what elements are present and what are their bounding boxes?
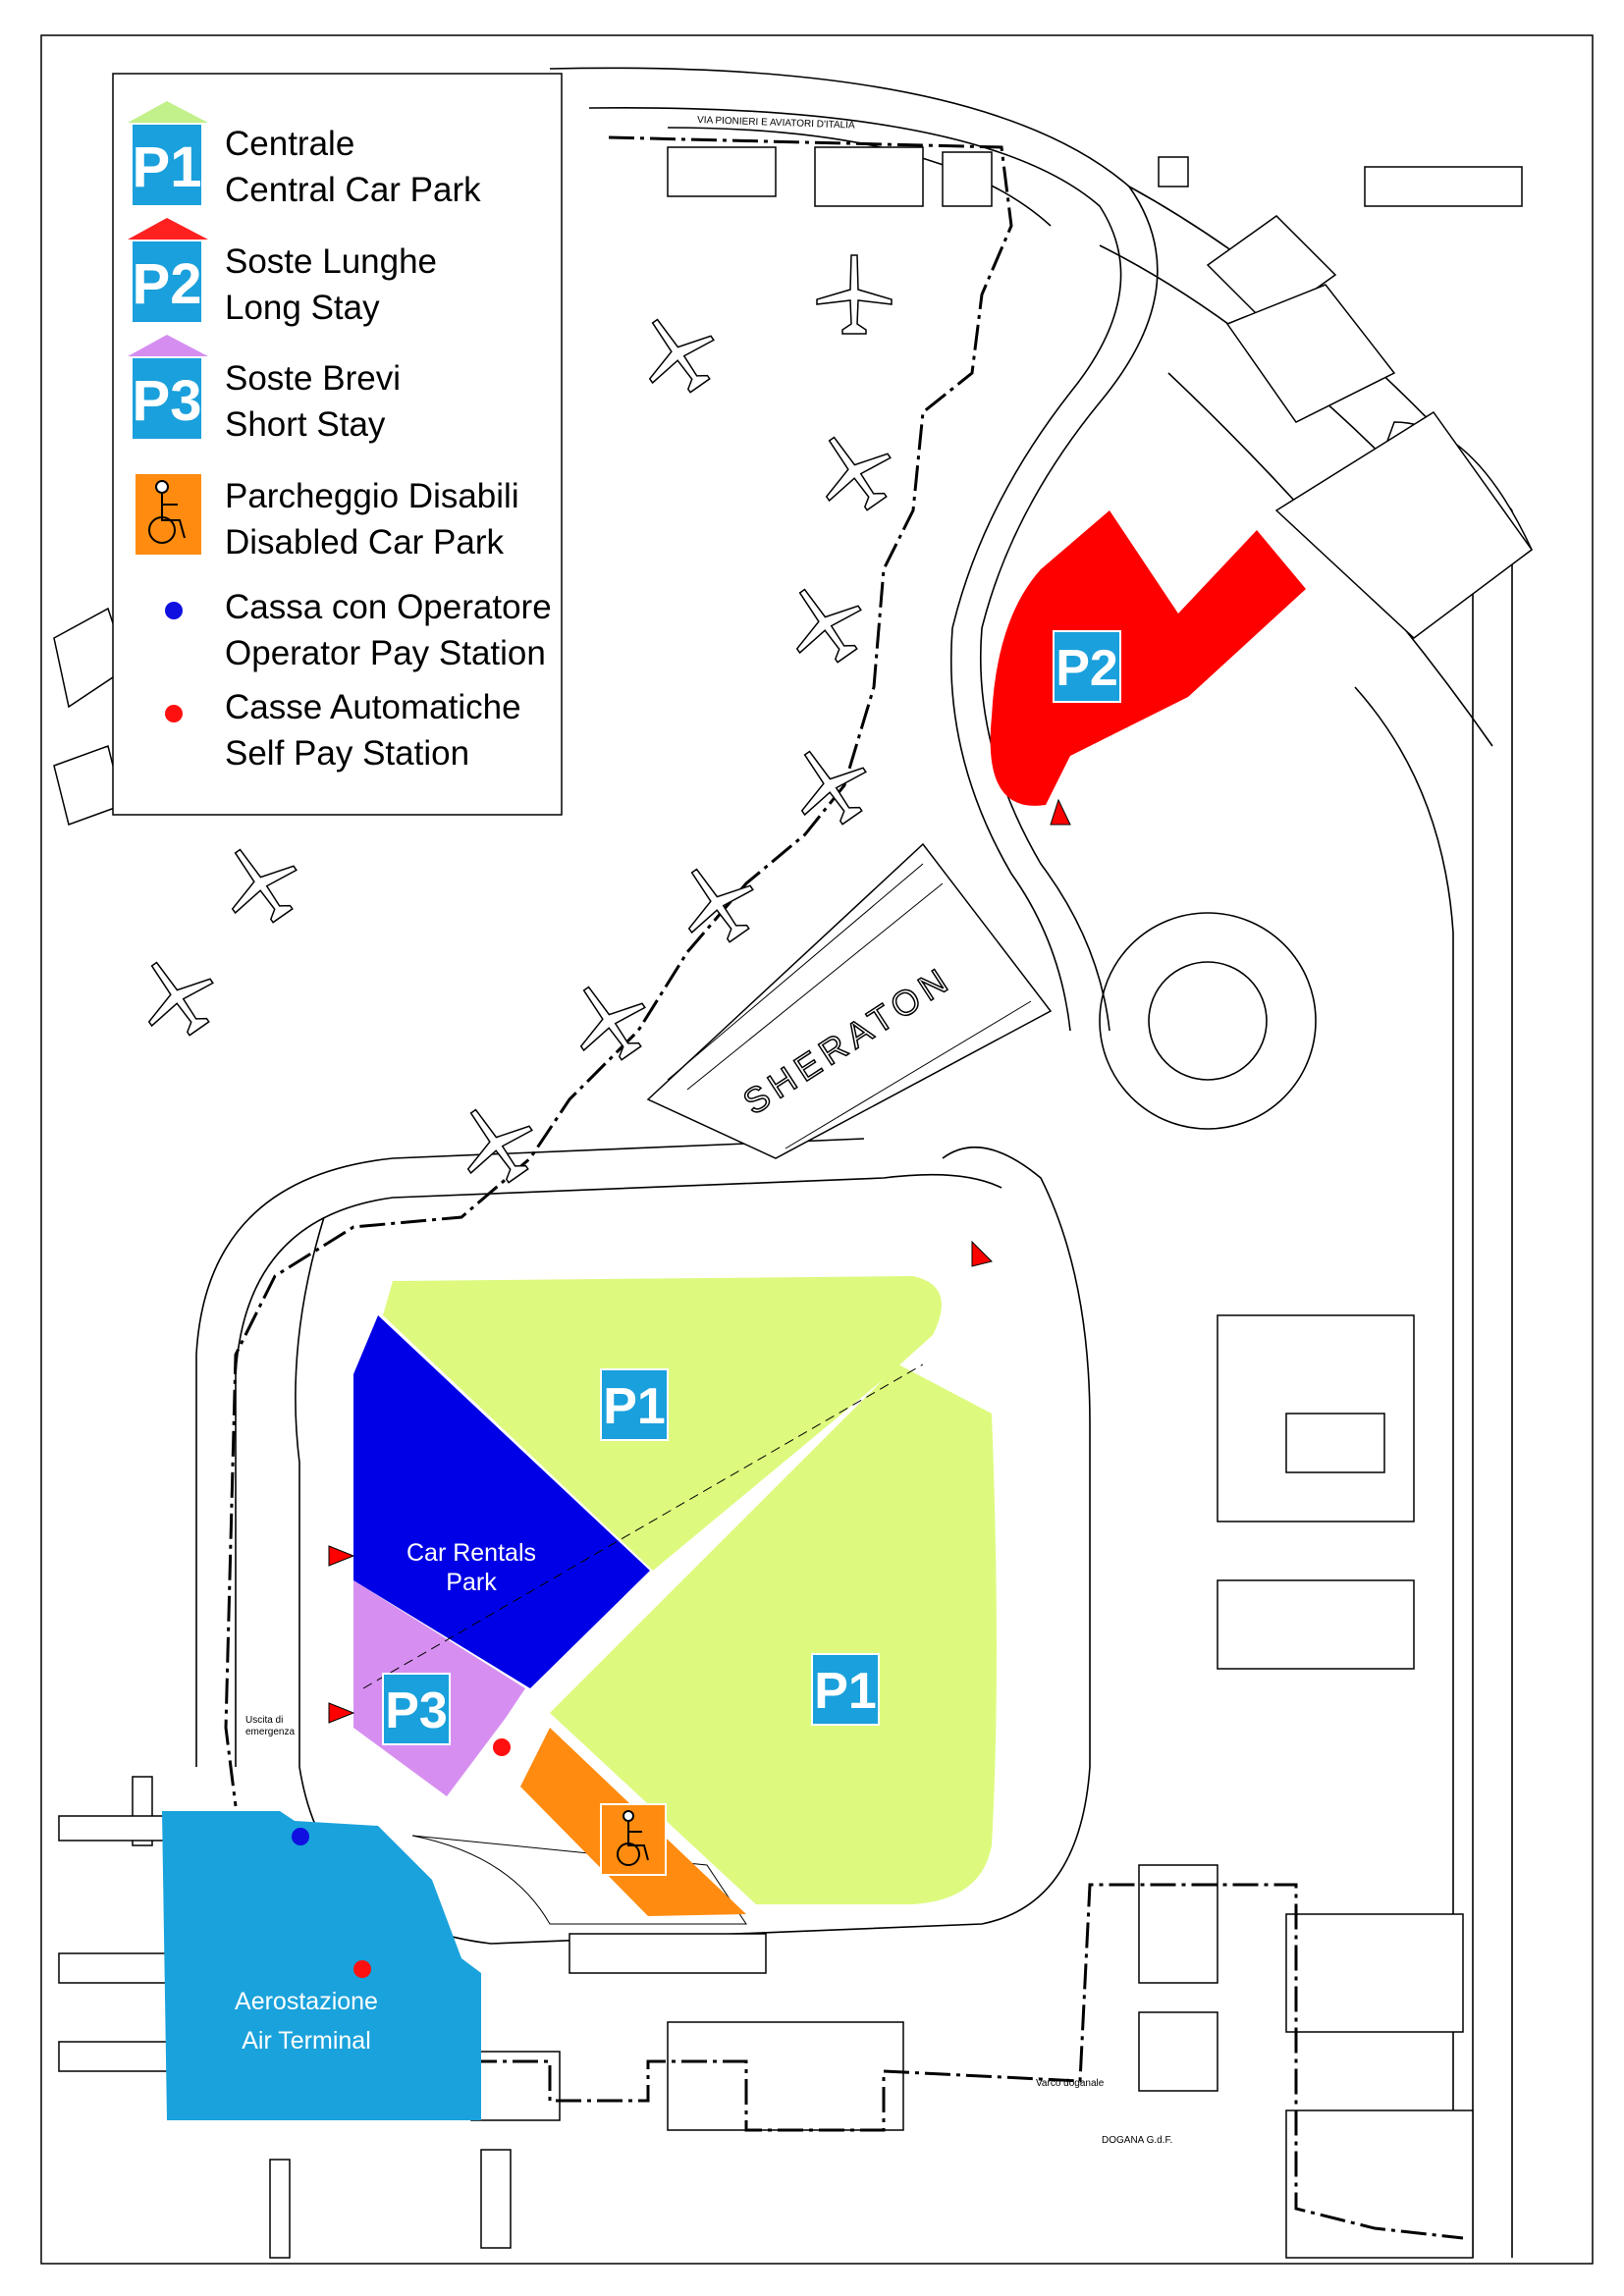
legend: P1 Centrale Central Car Park P2 Soste Lu… [112, 73, 563, 816]
operator-legend-line1: Cassa con Operatore [225, 588, 552, 626]
p2-legend-badge [133, 241, 201, 322]
airplane-icon [825, 436, 892, 511]
p1-badge-south: P1 [811, 1653, 880, 1726]
airplane-icon [466, 1108, 533, 1184]
p1-zone-south [550, 1364, 997, 1904]
p1-label: P1 [603, 1378, 666, 1435]
airplane-icon [231, 848, 298, 924]
customs-label: DOGANA G.d.F. [1102, 2135, 1172, 2146]
car-rentals-label-line1: Car Rentals [406, 1539, 536, 1567]
divider-walkway [362, 1363, 924, 1689]
p2-legend-badge-label: P2 [133, 252, 202, 316]
p3-legend-badge [133, 358, 201, 439]
operator-legend-dot [165, 602, 183, 619]
p2-label: P2 [1056, 640, 1118, 697]
airplane-icon [816, 254, 893, 335]
customs-gate-label: Varco doganale [1036, 2078, 1105, 2089]
airplane-icon [795, 588, 862, 664]
wheelchair-icon [617, 1810, 649, 1866]
emergency-exit-label-line2: emergenza [245, 1727, 295, 1737]
airplane-icon [147, 961, 214, 1037]
p2-legend-line2: Long Stay [225, 289, 380, 327]
airplane-icon [687, 868, 754, 943]
p3-legend-marker [128, 335, 208, 356]
terminal-building [162, 1811, 481, 2120]
p1-legend-line2: Central Car Park [225, 171, 481, 209]
p3-legend-badge-label: P3 [133, 369, 202, 433]
customs-fence [471, 1883, 1464, 2240]
self-pay-legend-dot [165, 705, 183, 722]
p1-legend-line1: Centrale [225, 125, 354, 163]
disabled-badge [600, 1803, 667, 1876]
p1-label: P1 [814, 1663, 877, 1720]
entrance-arrow [328, 1545, 355, 1567]
car-rentals-label-line2: Park [446, 1569, 497, 1596]
p2-legend-line1: Soste Lunghe [225, 242, 437, 281]
emergency-exit-label-line1: Uscita di [245, 1715, 283, 1726]
p1-badge-north: P1 [600, 1368, 669, 1441]
p2-zone [990, 510, 1306, 806]
aircraft-symbols [147, 254, 893, 1184]
p3-badge: P3 [382, 1673, 451, 1745]
airplane-icon [800, 750, 867, 826]
wheelchair-icon [148, 480, 186, 544]
self-pay-legend-line1: Casse Automatiche [225, 688, 521, 726]
p2-badge: P2 [1053, 630, 1121, 703]
self-pay-station-dot [493, 1738, 511, 1756]
p3-label: P3 [385, 1682, 448, 1739]
p1-legend-marker [128, 101, 208, 123]
operator-pay-station-dot [292, 1828, 309, 1845]
disabled-legend-line2: Disabled Car Park [225, 523, 504, 561]
airplane-icon [579, 986, 646, 1061]
operator-legend-line2: Operator Pay Station [225, 634, 546, 672]
airside-fence [224, 135, 1013, 1807]
p2-legend-marker [128, 218, 208, 240]
p1-legend-badge-label: P1 [133, 135, 202, 199]
entrance-arrow [328, 1702, 355, 1724]
entrance-arrow [1050, 798, 1071, 826]
entrance-arrows [328, 798, 1071, 1724]
car-rentals-zone [353, 1315, 650, 1688]
entrance-arrow [971, 1240, 993, 1267]
base-drawing [53, 67, 1534, 2259]
airplane-icon [648, 318, 715, 394]
p3-legend-line1: Soste Brevi [225, 359, 401, 398]
p1-legend-badge [133, 125, 201, 205]
terminal-label-line2: Air Terminal [242, 2027, 371, 2055]
terminal-label-line1: Aerostazione [235, 1988, 378, 2015]
disabled-legend-line1: Parcheggio Disabili [225, 477, 519, 515]
self-pay-station-dot [353, 1960, 371, 1978]
self-pay-legend-line2: Self Pay Station [225, 734, 469, 773]
p3-legend-line2: Short Stay [225, 405, 386, 444]
